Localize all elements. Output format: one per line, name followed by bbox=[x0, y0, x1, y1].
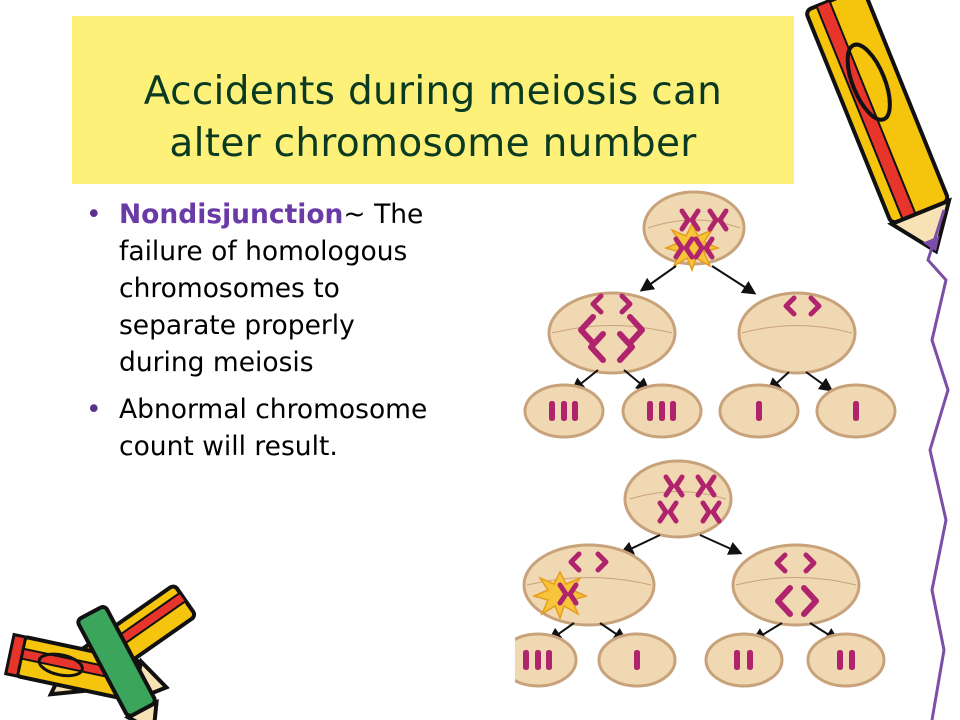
bullet-dot: • bbox=[86, 199, 102, 230]
meiosis-nondisjunction-diagram bbox=[515, 190, 897, 688]
bullet-text: The failure of homologous chromosomes to… bbox=[119, 199, 424, 378]
slide-title: Accidents during meiosis can alter chrom… bbox=[72, 66, 794, 170]
top-daughter-cell-right bbox=[737, 291, 857, 375]
bottom-daughter-cell-left bbox=[522, 543, 656, 627]
bottom-gamete-4 bbox=[806, 632, 886, 688]
top-gamete-4 bbox=[815, 383, 897, 439]
title-line-2: alter chromosome number bbox=[169, 121, 697, 166]
top-gamete-3 bbox=[718, 383, 800, 439]
term-nondisjunction: Nondisjunction bbox=[119, 199, 344, 230]
title-line-1: Accidents during meiosis can bbox=[143, 69, 723, 114]
bottom-daughter-cell-right bbox=[731, 543, 861, 627]
bullet-item: • Abnormal chromosome count will result. bbox=[86, 391, 446, 465]
bottom-gamete-2 bbox=[597, 632, 677, 688]
bottom-parent-cell bbox=[623, 459, 733, 539]
top-daughter-cell-left bbox=[547, 291, 677, 375]
top-gamete-2 bbox=[621, 383, 703, 439]
bullet-list: • Nondisjunction~ The failure of homolog… bbox=[86, 196, 446, 475]
bottom-gamete-1 bbox=[515, 632, 578, 688]
top-gamete-1 bbox=[523, 383, 605, 439]
term-separator: ~ bbox=[343, 199, 366, 230]
title-band bbox=[72, 16, 794, 184]
bottom-gamete-3 bbox=[704, 632, 784, 688]
bullet-text: Abnormal chromosome count will result. bbox=[119, 394, 428, 462]
bullet-dot: • bbox=[86, 394, 102, 425]
pencil-icon bbox=[805, 0, 952, 720]
bullet-item: • Nondisjunction~ The failure of homolog… bbox=[86, 196, 446, 381]
pencils-icon bbox=[3, 584, 197, 720]
top-parent-cell bbox=[642, 190, 746, 271]
